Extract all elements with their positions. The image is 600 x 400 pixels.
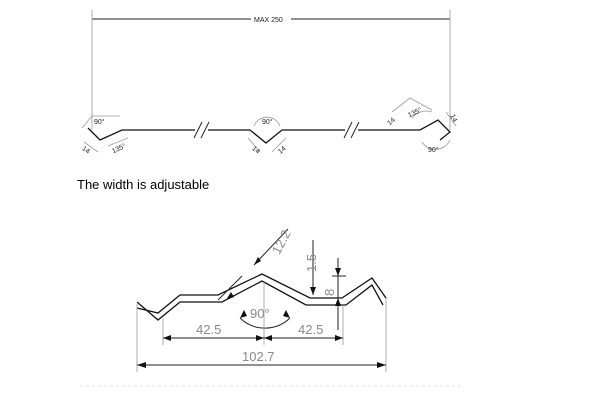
arrow-head <box>226 292 234 300</box>
groove-angle-label: 90° <box>262 118 273 126</box>
break-mark <box>350 121 360 139</box>
total-width-label: 102.7 <box>242 349 275 364</box>
groove-side-right-label: 14 <box>277 145 288 155</box>
arrow-head <box>335 335 343 341</box>
arrow-head <box>335 298 341 306</box>
chamfer-leader <box>253 228 289 266</box>
left-side-leader <box>83 137 129 153</box>
profile-outline-inner <box>136 280 384 321</box>
left-side-label: 14 <box>80 145 90 155</box>
break-mark <box>200 121 210 139</box>
middle-groove <box>249 129 296 144</box>
profile-right-end <box>358 119 451 141</box>
right-angle-inner-label: 135° <box>407 106 424 119</box>
top-profile-drawing: MAX 250 90° 14 135° 90° 14 14 14 135° 14 <box>80 10 458 156</box>
bottom-profile-drawing: 12.2 1.5 8 90° 42.5 42.5 1 <box>136 227 387 372</box>
arrow-head <box>163 335 171 341</box>
right-side-leader <box>445 111 457 127</box>
left-angle-leader <box>81 115 120 129</box>
break-mark <box>193 121 203 139</box>
arrow-head <box>264 335 272 341</box>
chamfer-leader-left <box>217 275 243 301</box>
label-backdrop <box>251 13 291 24</box>
right-step-label: 8 <box>322 289 337 296</box>
width-adjustable-caption: The width is adjustable <box>77 177 210 192</box>
arrow-head <box>254 257 261 265</box>
right-side-top-label: 14 <box>386 117 397 127</box>
groove-angle-arc <box>253 116 281 127</box>
left-half-label: 42.5 <box>196 322 221 337</box>
left-angle-outer-label: 90° <box>94 118 105 126</box>
arrow-head <box>377 362 386 368</box>
arrow-head <box>256 335 264 341</box>
max-width-label: MAX 250 <box>254 17 283 24</box>
top-chamfer-label: 12.2 <box>269 227 294 256</box>
right-half-label: 42.5 <box>298 322 323 337</box>
break-mark <box>343 121 353 139</box>
right-top-leader <box>391 97 433 113</box>
profile-outline-outer <box>136 273 387 314</box>
profile-base-line <box>87 127 195 141</box>
right-angle-arc <box>411 110 433 119</box>
arrow-head <box>137 362 146 368</box>
groove-side-leaders <box>247 137 287 153</box>
arrow-head <box>283 310 290 318</box>
groove-side-left-label: 14 <box>250 145 261 155</box>
arrow-head <box>310 287 316 295</box>
arrow-head <box>240 310 247 318</box>
apex-angle-arc <box>239 317 291 329</box>
arrow-head <box>335 268 341 276</box>
right-angle-outer-arc <box>421 139 451 150</box>
right-side-right-label: 14 <box>448 113 458 123</box>
apex-angle-label: 90° <box>250 306 270 321</box>
left-step-label: 1.5 <box>304 254 319 272</box>
right-angle-outer-label: 90° <box>428 146 439 154</box>
